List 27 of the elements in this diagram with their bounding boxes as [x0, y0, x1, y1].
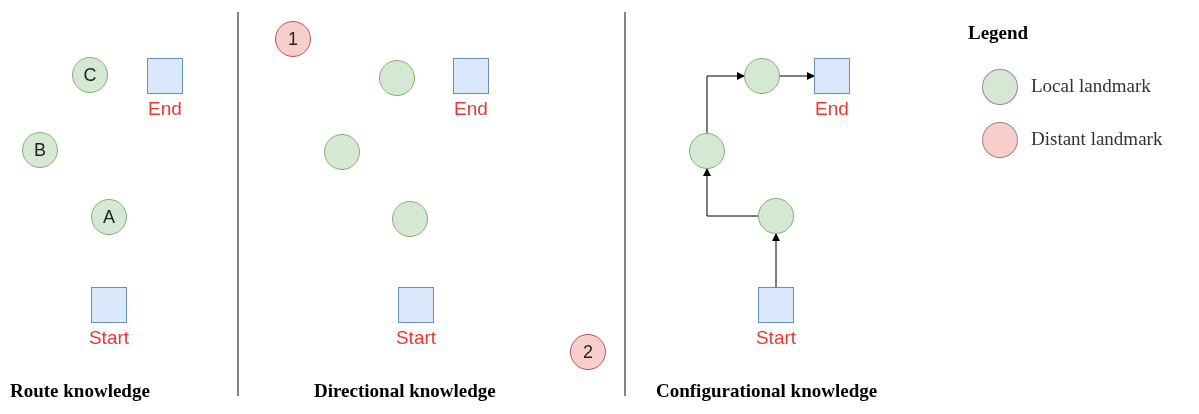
- location-label: Start: [395, 327, 437, 349]
- landmark-circle: [324, 134, 360, 170]
- legend-label: Distant landmark: [1031, 128, 1163, 150]
- landmark-circle: [392, 201, 428, 237]
- location-label: End: [148, 98, 182, 120]
- arrow: [772, 233, 780, 288]
- legend-label: Local landmark: [1031, 75, 1151, 97]
- panel-title: Configurational knowledge: [656, 380, 878, 402]
- location-label: End: [454, 98, 488, 120]
- arrow: [779, 72, 815, 80]
- landmark-circle: [379, 60, 415, 96]
- landmark-circle: A: [91, 199, 127, 235]
- arrow: [703, 168, 759, 217]
- landmark-circle: [689, 133, 725, 169]
- landmark-circle: [744, 58, 780, 94]
- landmark-circle: B: [22, 132, 58, 168]
- landmark-circle: 2: [570, 334, 606, 370]
- location-label: End: [815, 98, 849, 120]
- arrow: [706, 72, 745, 134]
- landmark-circle: 1: [275, 21, 311, 57]
- location-label: Start: [88, 327, 130, 349]
- panel-title: Route knowledge: [10, 380, 150, 402]
- location-label: Start: [755, 327, 797, 349]
- landmark-circle: C: [72, 57, 108, 93]
- legend-heading: Legend: [968, 22, 1029, 44]
- panel-title: Directional knowledge: [314, 380, 496, 402]
- landmark-circle: [758, 198, 794, 234]
